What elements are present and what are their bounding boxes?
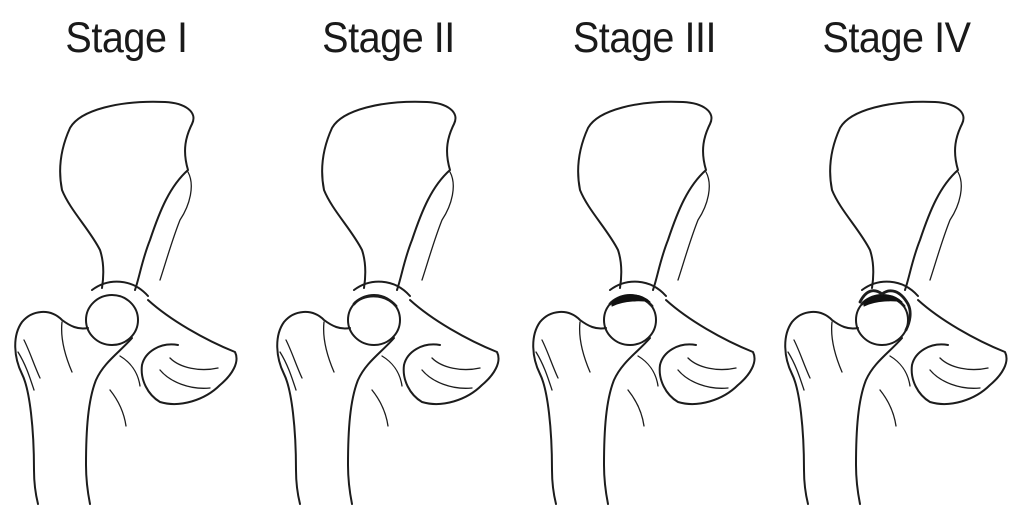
iliac-inner-contour <box>422 172 453 280</box>
iliac-inner-contour <box>160 172 191 280</box>
acetabulum-roof <box>354 282 410 296</box>
stage-4-hip-drawing <box>770 90 1013 506</box>
acetabulum-roof <box>92 282 148 296</box>
stage-3-hip-drawing <box>518 90 771 506</box>
acetabulum-roof <box>610 282 666 296</box>
obturator-contour <box>678 358 736 388</box>
stage-2-title: Stage II <box>272 14 505 63</box>
trochanter-hatching <box>536 322 590 390</box>
stage-1-hip-drawing <box>0 90 253 506</box>
stage-3-panel: Stage III <box>518 0 771 506</box>
ischium-outline <box>912 300 1007 404</box>
femoral-head <box>86 295 138 345</box>
lesser-trochanter-contour <box>110 356 140 426</box>
ischium-outline <box>660 300 755 404</box>
obturator-contour <box>930 358 988 388</box>
stage-2-hip-drawing <box>262 90 515 506</box>
lesser-trochanter-contour <box>628 356 658 426</box>
femur-lateral-outline <box>785 312 858 504</box>
lesser-trochanter-contour <box>880 356 910 426</box>
obturator-contour <box>160 358 218 388</box>
trochanter-hatching <box>280 322 334 390</box>
stage-3-title: Stage III <box>528 14 761 63</box>
stage-4-panel: Stage IV <box>770 0 1013 506</box>
trochanter-hatching <box>18 322 72 390</box>
iliac-wing-outline <box>322 102 455 290</box>
ischium-outline <box>404 300 499 404</box>
trochanter-hatching <box>788 322 842 390</box>
iliac-wing-outline <box>60 102 193 290</box>
ischium-outline <box>142 300 237 404</box>
stage-1-panel: Stage I <box>0 0 253 506</box>
crescent-sign <box>612 295 650 306</box>
iliac-wing-outline <box>830 102 963 290</box>
crescent-sign <box>864 295 902 306</box>
subchondral-lesion-arc <box>354 296 396 306</box>
stage-1-title: Stage I <box>10 14 243 63</box>
lesser-trochanter-contour <box>372 356 402 426</box>
iliac-inner-contour <box>678 172 709 280</box>
obturator-contour <box>422 358 480 388</box>
femur-lateral-outline <box>15 312 88 504</box>
stage-2-panel: Stage II <box>262 0 515 506</box>
stage-4-title: Stage IV <box>780 14 1013 63</box>
acetabulum-roof <box>862 282 918 296</box>
iliac-inner-contour <box>930 172 961 280</box>
femur-lateral-outline <box>533 312 606 504</box>
iliac-wing-outline <box>578 102 711 290</box>
femur-lateral-outline <box>277 312 350 504</box>
